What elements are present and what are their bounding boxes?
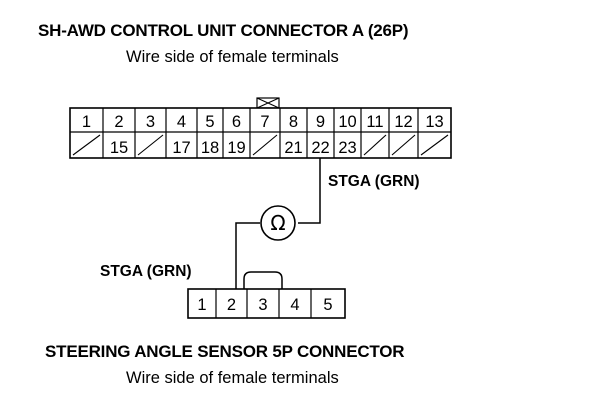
connector-a-terminal-top: 8 <box>289 113 298 131</box>
connector-a-terminal-bottom: 15 <box>110 139 128 157</box>
connector-a-terminal-top: 5 <box>205 113 214 131</box>
wire-label-a: STGA (GRN) <box>328 173 420 190</box>
ohm-icon: Ω <box>270 211 285 235</box>
empty-cavity-slash <box>137 134 164 156</box>
sensor-terminal: 3 <box>258 296 267 314</box>
connector-a-terminal-bottom: 21 <box>284 139 302 157</box>
ohmmeter-symbol <box>260 205 296 241</box>
connector-a-terminal-top: 11 <box>366 113 383 131</box>
connector-a-terminal-bottom: 23 <box>338 139 356 157</box>
connector-a-terminal-top: 4 <box>177 113 186 131</box>
sensor-connector-latch <box>243 271 283 289</box>
sensor-terminal: 1 <box>197 296 206 314</box>
empty-cavity-slash <box>363 134 387 156</box>
empty-cavity-slash <box>72 134 101 156</box>
sensor-connector-subtitle: Wire side of female terminals <box>126 369 339 387</box>
connector-a-terminal-top: 9 <box>316 113 325 131</box>
connector-a-terminal-top: 3 <box>146 113 155 131</box>
sensor-connector-title: STEERING ANGLE SENSOR 5P CONNECTOR <box>45 342 405 361</box>
connector-a-body <box>69 107 452 159</box>
sensor-connector-body <box>187 288 346 319</box>
connector-a-title: SH-AWD CONTROL UNIT CONNECTOR A (26P) <box>38 21 409 40</box>
wire-b <box>235 222 260 289</box>
empty-cavity-slash <box>252 134 278 156</box>
connector-a-terminal-top: 13 <box>425 113 443 131</box>
sensor-connector: 1 2 3 4 5 <box>187 271 346 319</box>
connector-a-terminal-top: 2 <box>114 113 123 131</box>
empty-cavity-slash <box>420 134 449 156</box>
connector-a-terminal-top: 6 <box>232 113 241 131</box>
wiring: Ω <box>235 158 321 289</box>
connector-a-subtitle: Wire side of female terminals <box>126 48 339 66</box>
connector-a-terminal-top: 12 <box>394 113 412 131</box>
sensor-terminal: 5 <box>323 296 332 314</box>
connector-a-terminal-bottom: 17 <box>172 139 190 157</box>
connector-a-terminal-bottom: 18 <box>201 139 219 157</box>
latch-hatch <box>256 97 280 109</box>
empty-cavity-slash <box>391 134 416 156</box>
connector-a-terminal-top: 1 <box>82 113 91 131</box>
connector-a-terminal-bottom: 19 <box>227 139 245 157</box>
connector-a-terminal-bottom: 22 <box>311 139 329 157</box>
wire-a <box>298 158 321 224</box>
connector-a-terminal-top: 10 <box>338 113 356 131</box>
sensor-terminal: 2 <box>227 296 236 314</box>
sensor-terminal: 4 <box>290 296 299 314</box>
connector-a-terminal-top: 7 <box>260 113 269 131</box>
wire-label-b: STGA (GRN) <box>100 263 192 280</box>
